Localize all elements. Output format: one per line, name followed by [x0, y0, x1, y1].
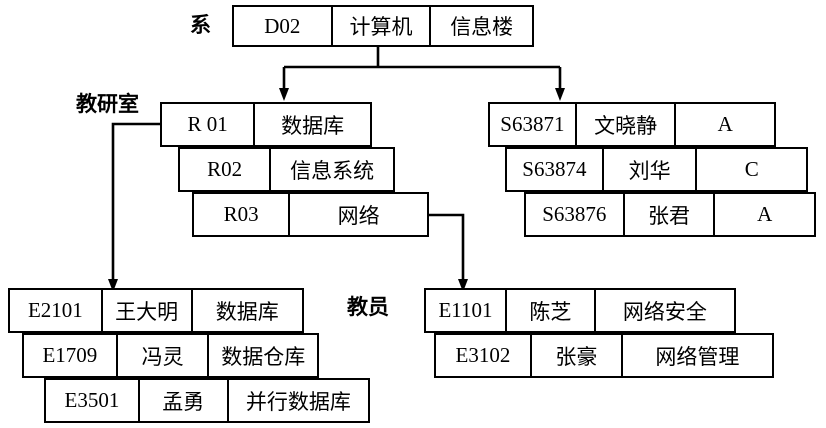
e2101-cell-name: 王大明: [103, 290, 193, 331]
e2101-cell-subject: 数据库: [215, 299, 279, 324]
e1101-cell-id: E1101: [426, 290, 507, 331]
teacher-e1709: E1709 冯灵 数据仓库: [22, 333, 319, 378]
e3501-cell-name: 孟勇: [140, 380, 229, 421]
e1709-cell-subject: 数据仓库: [221, 344, 306, 369]
department-record: D02 计算机 信息楼: [232, 5, 534, 47]
research-room-r03: R03 网络: [192, 192, 429, 237]
r02-cell-name: 信息系统: [290, 158, 375, 183]
e3501-cell-subject: 并行数据库: [245, 389, 351, 414]
s63871-cell-grade: A: [717, 112, 733, 136]
e3501-cell-id: E3501: [46, 380, 140, 421]
s63874-cell-grade: C: [744, 157, 759, 181]
s63876-cell-id: S63876: [526, 194, 625, 235]
research-room-r02: R02 信息系统: [178, 147, 395, 192]
e1101-cell-name: 陈芝: [507, 290, 596, 331]
research-room-r01: R 01 数据库: [160, 102, 372, 147]
e3102-cell-name: 张豪: [532, 335, 623, 376]
right-branch-path: [429, 213, 465, 282]
student-s63876: S63876 张君 A: [524, 192, 816, 237]
label-department: 系: [190, 13, 211, 37]
department-cell-id: D02: [234, 7, 333, 45]
label-teacher: 教员: [347, 295, 389, 319]
s63871-cell-name: 文晓静: [577, 104, 677, 145]
r03-cell-id: R03: [194, 194, 291, 235]
left-branch-path: [111, 122, 160, 282]
r01-cell-name: 数据库: [281, 113, 345, 138]
s63874-cell-name: 刘华: [604, 149, 698, 190]
e3102-cell-id: E3102: [436, 335, 532, 376]
label-research-room: 教研室: [76, 92, 139, 116]
fork-right-arrowhead: [555, 88, 565, 101]
department-cell-building: 信息楼: [450, 15, 514, 39]
student-s63871: S63871 文晓静 A: [488, 102, 776, 147]
fork-left-arrowhead: [279, 88, 289, 101]
r01-cell-id: R 01: [162, 104, 256, 145]
teacher-e3501: E3501 孟勇 并行数据库: [44, 378, 370, 423]
teacher-e1101: E1101 陈芝 网络安全: [424, 288, 736, 333]
r03-cell-name: 网络: [337, 203, 380, 228]
e1709-cell-id: E1709: [24, 335, 118, 376]
r02-cell-id: R02: [180, 149, 272, 190]
s63876-cell-name: 张君: [625, 194, 716, 235]
s63874-cell-id: S63874: [507, 149, 604, 190]
e2101-cell-id: E2101: [10, 290, 103, 331]
teacher-e3102: E3102 张豪 网络管理: [434, 333, 774, 378]
e1709-cell-name: 冯灵: [118, 335, 210, 376]
e3102-cell-subject: 网络管理: [655, 344, 740, 369]
department-cell-name: 计算机: [333, 7, 432, 45]
s63876-cell-grade: A: [757, 202, 773, 226]
s63871-cell-id: S63871: [490, 104, 577, 145]
teacher-e2101: E2101 王大明 数据库: [8, 288, 304, 333]
e1101-cell-subject: 网络安全: [622, 299, 707, 324]
student-s63874: S63874 刘华 C: [505, 147, 808, 192]
